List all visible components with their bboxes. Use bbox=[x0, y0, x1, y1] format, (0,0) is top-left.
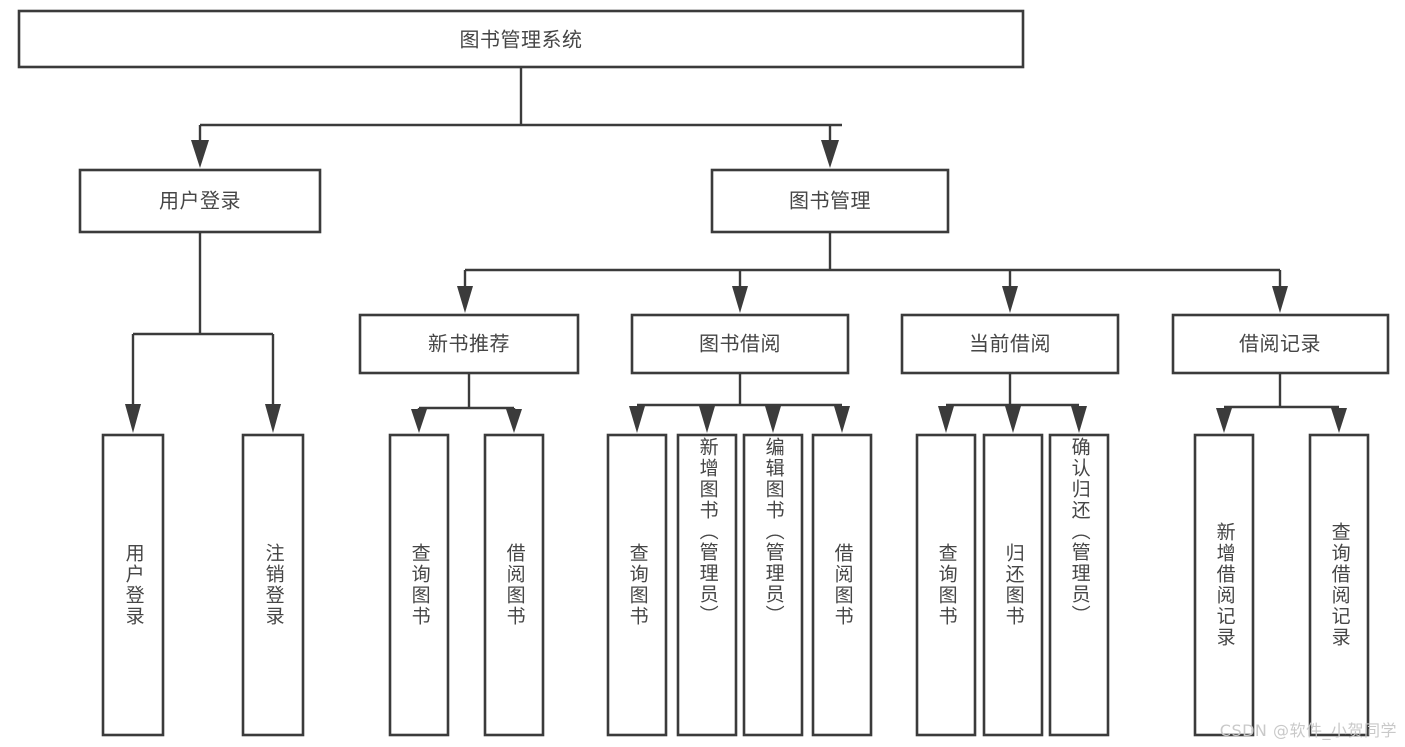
node-label-book-borrow: 图书借阅 bbox=[699, 332, 781, 356]
arrow-head-borrow-record bbox=[1272, 286, 1288, 313]
arrow-head-book-manage bbox=[821, 140, 839, 168]
arrow-head-leaf-edit-book bbox=[765, 406, 781, 433]
arrow-head-user-login bbox=[191, 140, 209, 168]
arrow-head-book-borrow bbox=[732, 286, 748, 313]
node-box-borrow-record[interactable] bbox=[1171, 313, 1390, 375]
node-box-book-borrow[interactable] bbox=[630, 313, 850, 375]
connector-layer bbox=[125, 67, 1347, 433]
node-box-leaf-user-login[interactable] bbox=[101, 433, 165, 737]
arrow-head-leaf-return-book bbox=[1005, 406, 1021, 433]
arrow-head-leaf-query-book-recommend bbox=[411, 409, 427, 433]
node-label-root: 图书管理系统 bbox=[460, 28, 583, 52]
node-box-leaf-query-book-borrow[interactable] bbox=[606, 433, 668, 737]
arrow-head-leaf-query-borrow-record bbox=[1331, 408, 1347, 433]
arrow-head-leaf-user-logout bbox=[265, 404, 281, 433]
node-box-new-book-recommend[interactable] bbox=[358, 313, 580, 375]
node-label-borrow-record: 借阅记录 bbox=[1239, 332, 1321, 356]
arrow-head-leaf-confirm-return bbox=[1071, 406, 1087, 433]
arrow-head-new-book-recommend bbox=[457, 286, 473, 313]
node-label-book-manage: 图书管理 bbox=[789, 189, 871, 213]
node-box-leaf-add-borrow-record[interactable] bbox=[1193, 433, 1255, 737]
node-box-current-borrow[interactable] bbox=[900, 313, 1120, 375]
node-box-leaf-user-logout[interactable] bbox=[241, 433, 305, 737]
node-box-leaf-return-book[interactable] bbox=[982, 433, 1044, 737]
node-box-leaf-add-book[interactable] bbox=[676, 433, 738, 737]
arrow-head-leaf-query-book-borrow bbox=[629, 406, 645, 433]
arrow-head-leaf-borrow-book-recommend bbox=[506, 409, 522, 433]
node-label-user-login: 用户登录 bbox=[159, 189, 241, 213]
node-box-user-login[interactable] bbox=[78, 168, 322, 234]
node-box-leaf-confirm-return[interactable] bbox=[1048, 433, 1110, 737]
arrow-head-current-borrow bbox=[1002, 286, 1018, 313]
node-box-book-manage[interactable] bbox=[710, 168, 950, 234]
node-layer: 图书管理系统 用户登录 图书管理 新书推荐 图书借阅 当前借阅 借阅记录 bbox=[17, 9, 1390, 737]
arrow-head-leaf-add-book bbox=[699, 406, 715, 433]
arrow-head-leaf-query-book-current bbox=[938, 406, 954, 433]
node-label-new-book-recommend: 新书推荐 bbox=[428, 332, 510, 356]
node-box-leaf-query-borrow-record[interactable] bbox=[1308, 433, 1370, 737]
node-label-current-borrow: 当前借阅 bbox=[969, 332, 1051, 356]
arrow-head-leaf-borrow-book bbox=[834, 406, 850, 433]
arrow-head-leaf-user-login bbox=[125, 404, 141, 433]
node-box-leaf-borrow-book-recommend[interactable] bbox=[483, 433, 545, 737]
node-box-root[interactable] bbox=[17, 9, 1025, 69]
watermark-text: CSDN @软件_小贺同学 bbox=[1219, 721, 1397, 740]
node-box-leaf-edit-book[interactable] bbox=[742, 433, 804, 737]
node-box-leaf-query-book-current[interactable] bbox=[915, 433, 977, 737]
node-box-leaf-query-book-recommend[interactable] bbox=[388, 433, 450, 737]
arrow-head-leaf-add-borrow-record bbox=[1216, 408, 1232, 433]
node-box-leaf-borrow-book[interactable] bbox=[811, 433, 873, 737]
